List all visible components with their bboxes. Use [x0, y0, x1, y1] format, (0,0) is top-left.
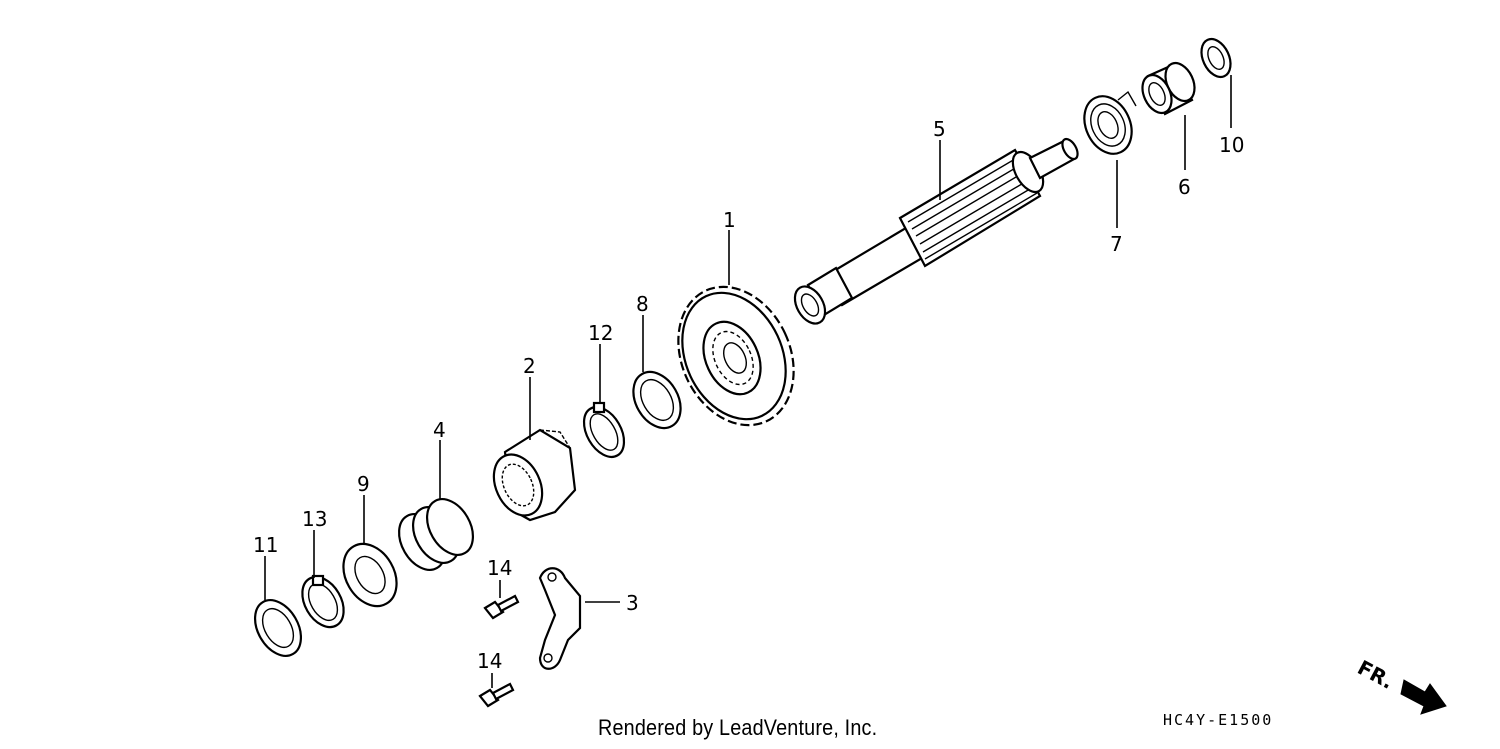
callout-labels: 1 2 3 4 5 6 7 8 9 10 11 12 13 14 14: [253, 117, 1244, 673]
part-9-washer: [342, 542, 398, 608]
callout-1: 1: [723, 208, 736, 232]
callout-13: 13: [302, 507, 327, 531]
callout-14-lower: 14: [477, 649, 502, 673]
part-14-bolt-lower: [478, 682, 515, 708]
footer-credit: Rendered by LeadVenture, Inc.: [598, 715, 878, 740]
part-13-circlip: [301, 574, 345, 629]
front-direction-label: FR.: [1354, 655, 1398, 694]
callout-14-upper: 14: [487, 556, 512, 580]
front-arrow-icon: [1400, 679, 1447, 715]
part-5-shaft: [793, 137, 1079, 325]
part-12-circlip: [582, 401, 626, 458]
callout-9: 9: [357, 472, 370, 496]
part-1-gear: [677, 285, 795, 427]
callout-4: 4: [433, 418, 446, 442]
part-4-spring: [397, 498, 475, 571]
part-7-spring: [1083, 90, 1137, 155]
callout-11: 11: [253, 533, 278, 557]
front-direction-indicator: FR.: [1354, 655, 1447, 715]
part-6-collar: [1141, 61, 1196, 116]
callout-3: 3: [626, 591, 639, 615]
part-10-washer: [1200, 37, 1232, 79]
part-2-ratchet: [492, 428, 577, 522]
part-14-bolt-upper: [483, 594, 520, 620]
callout-10: 10: [1219, 133, 1244, 157]
callout-12: 12: [588, 321, 613, 345]
callout-7: 7: [1110, 232, 1123, 256]
part-3-guide-plate: [538, 567, 582, 670]
callout-6: 6: [1178, 175, 1191, 199]
part-8-washer: [632, 370, 682, 430]
callout-8: 8: [636, 292, 649, 316]
part-11-washer: [253, 599, 303, 657]
leader-lines: [264, 75, 1232, 688]
callout-5: 5: [933, 117, 946, 141]
callout-2: 2: [523, 354, 536, 378]
diagram-code: HC4Y-E1500: [1163, 711, 1274, 729]
